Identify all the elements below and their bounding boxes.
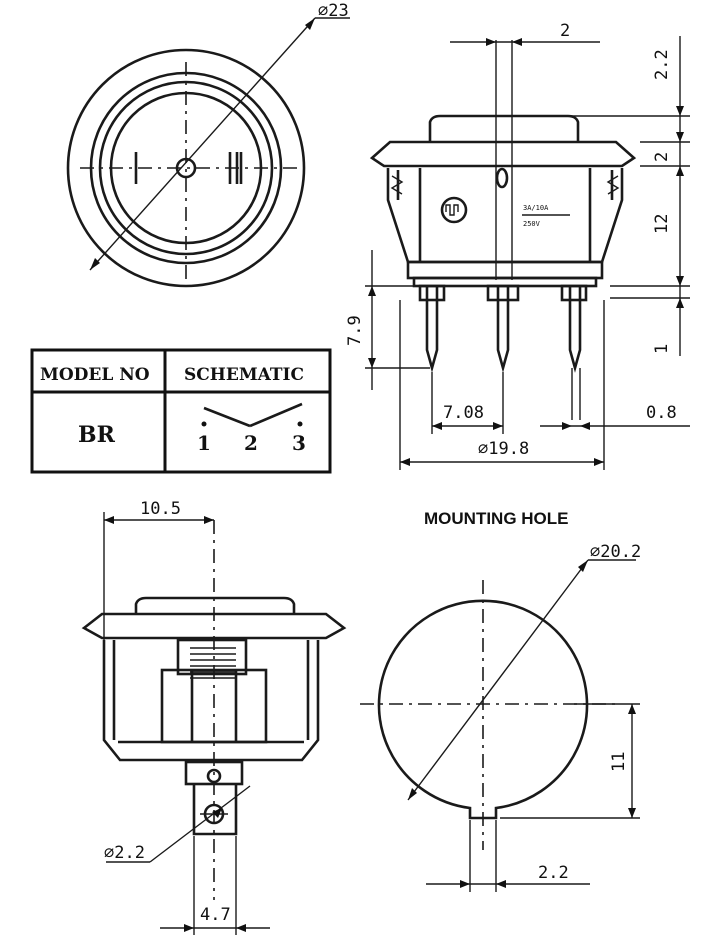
mounting-hole-title: MOUNTING HOLE — [424, 509, 569, 528]
pin-1-label: 1 — [197, 431, 211, 455]
rating-voltage: 250V — [523, 220, 541, 228]
tab-width-label: 4.7 — [200, 905, 231, 925]
end-view: 10.5 ⌀2.2 4.7 — [81, 499, 347, 935]
mount-key-label: 2.2 — [538, 863, 569, 883]
pin-pitch-label: 7.08 — [443, 403, 484, 423]
height-top-label: 2.2 — [652, 49, 672, 80]
front-view: ⌀23 — [66, 1, 350, 288]
schematic-symbol: 1 2 3 — [197, 402, 306, 455]
height-bottom-label: 1 — [652, 344, 672, 354]
body-dia-label: ⌀19.8 — [478, 439, 529, 459]
mounting-hole-view: MOUNTING HOLE ⌀20.2 11 2.2 — [360, 509, 641, 892]
hole-dia-label: ⌀2.2 — [104, 843, 145, 863]
terminal-pins — [418, 284, 588, 373]
rating-current: 3A/10A — [523, 204, 549, 212]
pin-thickness-label: 0.8 — [646, 403, 677, 423]
model-table: MODEL NO SCHEMATIC BR 1 2 3 — [30, 348, 332, 474]
model-value: BR — [78, 422, 116, 448]
front-dia-label: ⌀23 — [318, 1, 349, 21]
height-body-label: 12 — [652, 214, 672, 234]
height-flange-label: 2 — [652, 152, 672, 162]
mount-dia-label: ⌀20.2 — [590, 542, 641, 562]
pin-length-label: 7.9 — [345, 315, 365, 346]
pin-3-label: 3 — [292, 431, 306, 455]
col-model-header: MODEL NO — [40, 365, 150, 385]
col-schematic-header: SCHEMATIC — [184, 365, 304, 385]
pin-2-label: 2 — [244, 431, 258, 455]
pin-spacing-top-label: 2 — [560, 21, 570, 41]
spring-lines — [190, 647, 236, 679]
mount-flat-label: 11 — [609, 752, 629, 772]
side-offset-label: 10.5 — [140, 499, 181, 519]
side-view: 3A/10A 250V 2 2. — [345, 21, 690, 470]
